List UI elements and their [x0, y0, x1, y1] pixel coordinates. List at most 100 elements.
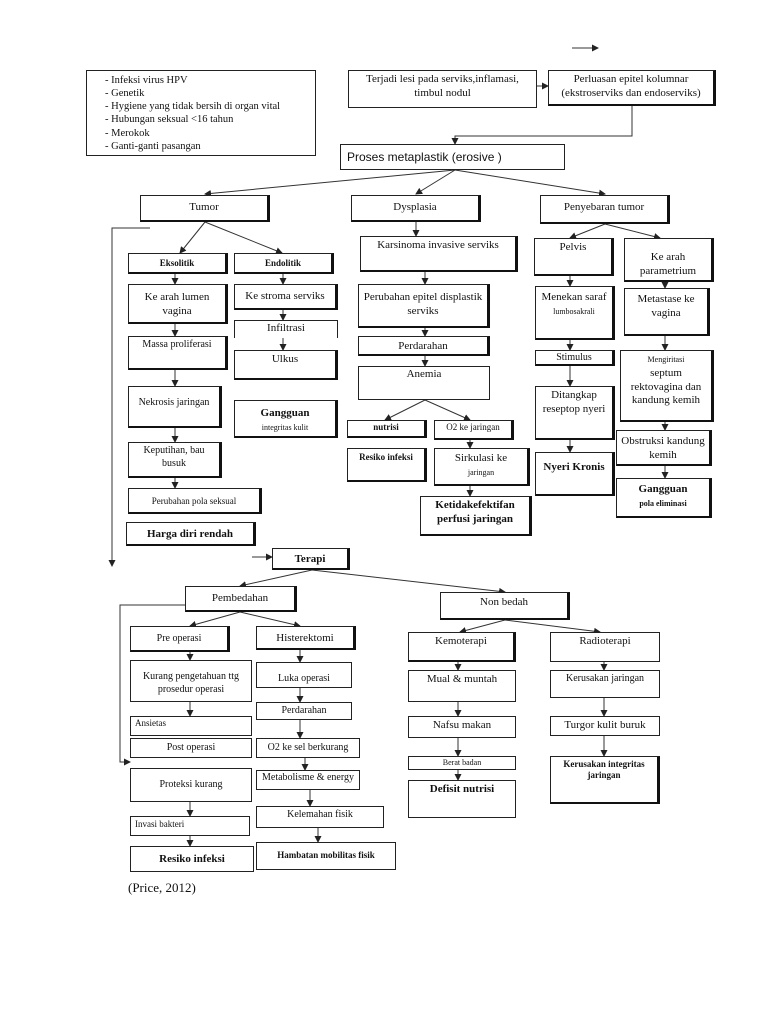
node-label: Invasi bakteri — [135, 819, 185, 829]
node-parametrium: Ke arah parametrium — [624, 238, 714, 282]
node-label: Karsinoma invasive serviks — [377, 239, 499, 251]
node-label: Turgor kulit buruk — [564, 719, 646, 731]
node-pembedahan: Pembedahan — [185, 586, 297, 612]
node-kerusakan-jaringan: Kerusakan jaringan — [550, 670, 660, 698]
node-label: Kerusakan jaringan — [565, 673, 645, 684]
node-label: O2 ke jaringan — [446, 422, 500, 432]
node-metabolisme: Metabolisme & energy — [256, 770, 360, 790]
node-label: Mual & muntah — [426, 673, 498, 685]
node-label: Massa proliferasi — [142, 339, 212, 350]
node-penyebaran: Penyebaran tumor — [540, 195, 670, 224]
node-hambatan: Hambatan mobilitas fisik — [256, 842, 396, 870]
node-label: Hambatan mobilitas fisik — [277, 850, 375, 860]
node-label: Resiko infeksi — [359, 452, 413, 462]
node-label: Nafsu makan — [432, 719, 492, 731]
node-perubahan-pola: Perubahan pola seksual — [128, 488, 262, 514]
node-label: Ansietas — [135, 718, 166, 728]
node-luka-operasi: Luka operasi — [256, 662, 352, 688]
risk-factor-item: Hygiene yang tidak bersih di organ vital — [111, 100, 311, 113]
node-stimulus: Stimulus — [535, 350, 615, 366]
node-label: Berat badan — [442, 758, 482, 767]
node-resiko-infeksi1: Resiko infeksi — [347, 448, 427, 482]
node-label: Perdarahan — [281, 705, 327, 716]
node-label: Nyeri Kronis — [543, 461, 605, 473]
node-defisit-nutrisi: Defisit nutrisi — [408, 780, 516, 818]
node-label: Luka operasi — [278, 673, 330, 684]
node-label: Tumor — [189, 201, 219, 213]
risk-factor-item: Merokok — [111, 127, 311, 140]
node-gangguan-eliminasi: Gangguan pola eliminasi — [616, 478, 712, 518]
node-label: septum rektovagina dan kandung kemih — [630, 366, 702, 407]
node-invasi: Invasi bakteri — [130, 816, 250, 836]
node-perubahan-epitel: Perubahan epitel displastik serviks — [358, 284, 490, 328]
node-label: Gangguan — [638, 483, 688, 495]
node-label: Infiltrasi — [267, 322, 305, 334]
node-label: Ke arah lumen vagina — [144, 291, 210, 317]
node-lumen: Ke arah lumen vagina — [128, 284, 228, 324]
node-metastase: Metastase ke vagina — [624, 288, 710, 336]
node-label: Perluasan epitel kolumnar (ekstroserviks… — [561, 73, 701, 99]
node-post-operasi: Post operasi — [130, 738, 252, 758]
node-label: Terapi — [294, 553, 326, 565]
node-label: Sirkulasi ke — [454, 452, 508, 464]
node-label: Keputihan, bau busuk — [143, 445, 205, 469]
node-nyeri-kronis: Nyeri Kronis — [535, 452, 615, 496]
node-pre-operasi: Pre operasi — [130, 626, 230, 652]
node-sublabel: pola eliminasi — [639, 498, 687, 508]
node-label: Proses metaplastik (erosive ) — [347, 150, 502, 164]
node-terapi: Terapi — [272, 548, 350, 570]
node-label: nutrisi — [373, 422, 399, 432]
node-label: Gangguan — [260, 407, 310, 419]
node-label: Metabolisme & energy — [261, 772, 355, 783]
node-label: Nekrosis jaringan — [138, 397, 210, 408]
node-label: Ulkus — [271, 353, 299, 365]
node-kemoterapi: Kemoterapi — [408, 632, 516, 662]
risk-factors-box: Infeksi virus HPV Genetik Hygiene yang t… — [86, 70, 316, 156]
node-nutrisi: nutrisi — [347, 420, 427, 438]
node-kurang-pengetahuan: Kurang pengetahuan ttg prosedur operasi — [130, 660, 252, 702]
node-label: Histerektomi — [276, 632, 334, 644]
node-label: Kemoterapi — [435, 635, 487, 647]
node-obstruksi: Obstruksi kandung kemih — [616, 430, 712, 466]
node-label: Perubahan pola seksual — [151, 496, 237, 506]
node-histerektomi: Histerektomi — [256, 626, 356, 650]
node-label: Harga diri rendah — [147, 528, 233, 540]
node-label: Eksolitik — [159, 258, 195, 268]
node-label: Radioterapi — [579, 635, 631, 647]
node-pelvis: Pelvis — [534, 238, 614, 276]
node-label: Ke stroma serviks — [245, 290, 325, 302]
risk-factor-item: Genetik — [111, 87, 311, 100]
node-massa: Massa proliferasi — [128, 336, 228, 370]
node-label: Menekan saraf — [541, 291, 607, 303]
node-infiltrasi: Infiltrasi — [234, 320, 338, 338]
node-label: Defisit nutrisi — [429, 783, 495, 795]
node-sublabel: integritas kulit — [261, 422, 309, 432]
node-resiko-infeksi2: Resiko infeksi — [130, 846, 254, 872]
node-nafsu-makan: Nafsu makan — [408, 716, 516, 738]
node-label: Ke arah parametrium — [639, 251, 697, 277]
citation: (Price, 2012) — [128, 880, 196, 895]
node-perdarahan2: Perdarahan — [256, 702, 352, 720]
node-stroma: Ke stroma serviks — [234, 284, 338, 310]
node-label: Endolitik — [264, 258, 302, 268]
node-karsinoma: Karsinoma invasive serviks — [360, 236, 518, 272]
node-label: Metastase ke vagina — [637, 293, 695, 319]
node-label: Kelemahan fisik — [287, 809, 353, 820]
node-label: Pembedahan — [211, 592, 269, 604]
node-label: Kerusakan integritas jaringan — [563, 759, 645, 781]
node-label: Ketidakefektifan perfusi jaringan — [435, 499, 515, 525]
node-eksolitik: Eksolitik — [128, 253, 228, 274]
node-kerusakan-integritas: Kerusakan integritas jaringan — [550, 756, 660, 804]
node-ketidakefektifan: Ketidakefektifan perfusi jaringan — [420, 496, 532, 536]
node-label: Ditangkap reseptop nyeri — [542, 389, 606, 415]
node-oksigen: O2 ke jaringan — [434, 420, 514, 440]
node-ditangkap: Ditangkap reseptop nyeri — [535, 386, 615, 440]
node-gangguan-integritas: Gangguan integritas kulit — [234, 400, 338, 438]
node-label: Dysplasia — [393, 201, 437, 213]
node-sublabel: jaringan — [467, 467, 495, 477]
node-anemia: Anemia — [358, 366, 490, 400]
node-metaplastik: Proses metaplastik (erosive ) — [340, 144, 565, 170]
node-label: Penyebaran tumor — [563, 201, 645, 213]
